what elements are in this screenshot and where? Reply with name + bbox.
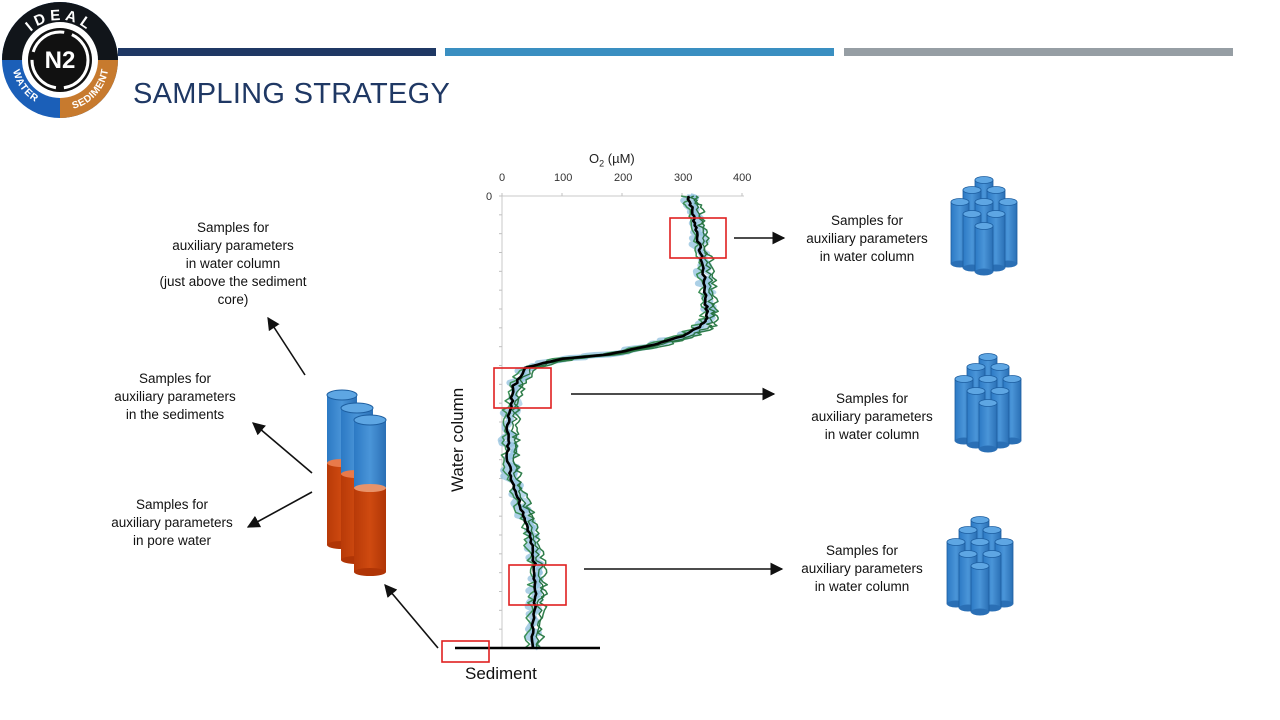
arrow-to-sediments xyxy=(252,422,313,474)
label-text: Samples for auxiliary parameters in wate… xyxy=(811,391,933,442)
sampling-box-middle xyxy=(493,367,552,409)
replicate-profile xyxy=(511,195,719,649)
label-water-column-lower: Samples for auxiliary parameters in wate… xyxy=(787,542,937,596)
sampling-box-lower xyxy=(508,564,567,606)
sample-bottle xyxy=(974,222,994,276)
water-sample-bottles-upper xyxy=(950,176,1018,276)
label-sediments: Samples for auxiliary parameters in the … xyxy=(100,370,250,424)
x-tick-labels: 0 100 200 300 400 xyxy=(0,172,1280,188)
ideal-logo: IDEAL WATER SEDIMENT N2 xyxy=(0,0,120,120)
accent-bar-dark xyxy=(118,48,436,56)
sampling-box-upper xyxy=(669,217,727,259)
o2-profile-plot: 0 xyxy=(455,191,744,651)
label-text: Samples for auxiliary parameters in wate… xyxy=(806,213,928,264)
label-water-column-middle: Samples for auxiliary parameters in wate… xyxy=(797,390,947,444)
water-sample-bottles-lower xyxy=(946,516,1014,616)
label-text: Samples for auxiliary parameters in wate… xyxy=(801,543,923,594)
accent-bar-blue xyxy=(445,48,834,56)
label-water-column-upper: Samples for auxiliary parameters in wate… xyxy=(792,212,942,266)
core-tube xyxy=(353,414,387,576)
y-tick-zero: 0 xyxy=(486,191,492,203)
arrow-sediment-to-core xyxy=(384,584,439,649)
x-tick-label: 0 xyxy=(499,172,506,184)
x-axis-title: O2 (µM) xyxy=(589,151,635,169)
sediment-label: Sediment xyxy=(465,664,537,683)
sampling-box-sediment xyxy=(441,640,490,663)
x-tick-label: 200 xyxy=(614,172,633,184)
replicate-profile xyxy=(510,195,716,649)
arrow-to-pore-water xyxy=(246,491,313,528)
label-water-column-core: Samples for auxiliary parameters in wate… xyxy=(148,219,318,309)
x-tick-label: 100 xyxy=(554,172,573,184)
arrow-to-water-column-core xyxy=(267,316,306,376)
replicate-profile xyxy=(497,193,716,651)
replicate-profiles xyxy=(497,193,719,651)
mean-profile-line xyxy=(505,195,710,649)
sample-bottle xyxy=(970,562,990,616)
label-text: Samples for auxiliary parameters in wate… xyxy=(159,220,307,307)
x-tick-label: 400 xyxy=(733,172,752,184)
label-text: Samples for auxiliary parameters in the … xyxy=(114,371,236,422)
n2-cycle-logo-icon: IDEAL WATER SEDIMENT N2 xyxy=(2,2,118,118)
sediment-core-tubes xyxy=(326,389,387,576)
replicate-profile xyxy=(500,195,709,649)
page-title: SAMPLING STRATEGY xyxy=(133,78,451,110)
replicate-profile xyxy=(504,194,717,649)
water-sample-bottles-middle xyxy=(954,353,1022,453)
label-pore-water: Samples for auxiliary parameters in pore… xyxy=(97,496,247,550)
label-text: Samples for auxiliary parameters in pore… xyxy=(111,497,233,548)
sample-bottle xyxy=(978,399,998,453)
accent-bar-gray xyxy=(844,48,1233,56)
x-tick-label: 300 xyxy=(674,172,693,184)
y-axis-label: Water column xyxy=(448,387,467,492)
logo-center-text: N2 xyxy=(45,47,76,74)
